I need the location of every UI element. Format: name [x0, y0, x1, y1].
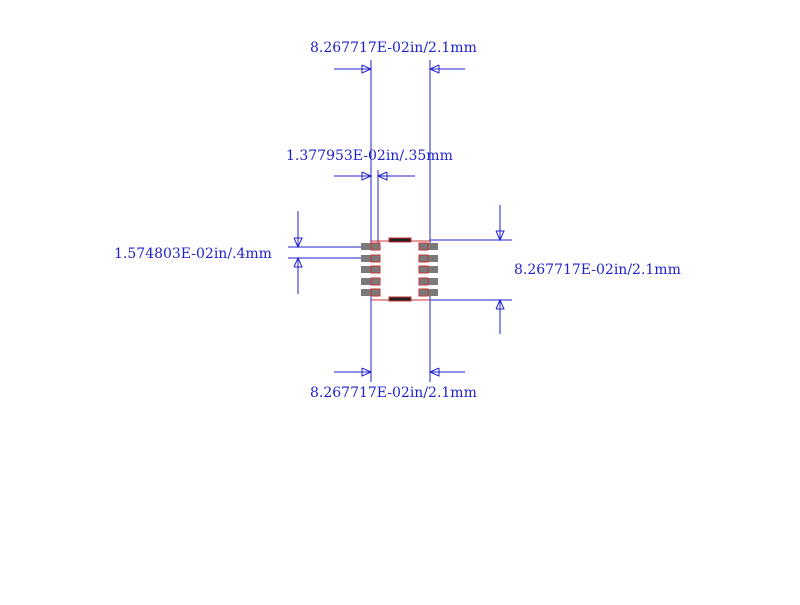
right-pad	[418, 254, 438, 263]
right-pad	[418, 242, 438, 251]
right-pad	[418, 265, 438, 274]
right-pad	[418, 277, 438, 286]
bottom-width-dimension: 8.267717E-02in/2.1mm	[310, 292, 477, 401]
bottom-tab	[388, 296, 412, 302]
top-tab	[388, 237, 412, 243]
left-pad	[361, 265, 381, 274]
side-height-dimension: 8.267717E-02in/2.1mm	[430, 205, 681, 334]
right-pad-row	[418, 242, 438, 297]
right-pad	[418, 288, 438, 297]
left-pad	[361, 254, 381, 263]
left-pad-row	[361, 242, 381, 297]
left-pad	[361, 288, 381, 297]
pin-pitch-label: 1.574803E-02in/.4mm	[114, 246, 272, 262]
pin-width-dimension: 1.377953E-02in/.35mm	[286, 148, 453, 248]
left-pad	[361, 242, 381, 251]
top-width-label: 8.267717E-02in/2.1mm	[310, 40, 477, 56]
bottom-width-label: 8.267717E-02in/2.1mm	[310, 385, 477, 401]
pin-width-label: 1.377953E-02in/.35mm	[286, 148, 453, 164]
side-height-label: 8.267717E-02in/2.1mm	[514, 262, 681, 278]
package-body	[371, 237, 430, 302]
left-pad	[361, 277, 381, 286]
pin-pitch-dimension: 1.574803E-02in/.4mm	[114, 211, 372, 294]
top-width-dimension: 8.267717E-02in/2.1mm	[310, 40, 477, 248]
